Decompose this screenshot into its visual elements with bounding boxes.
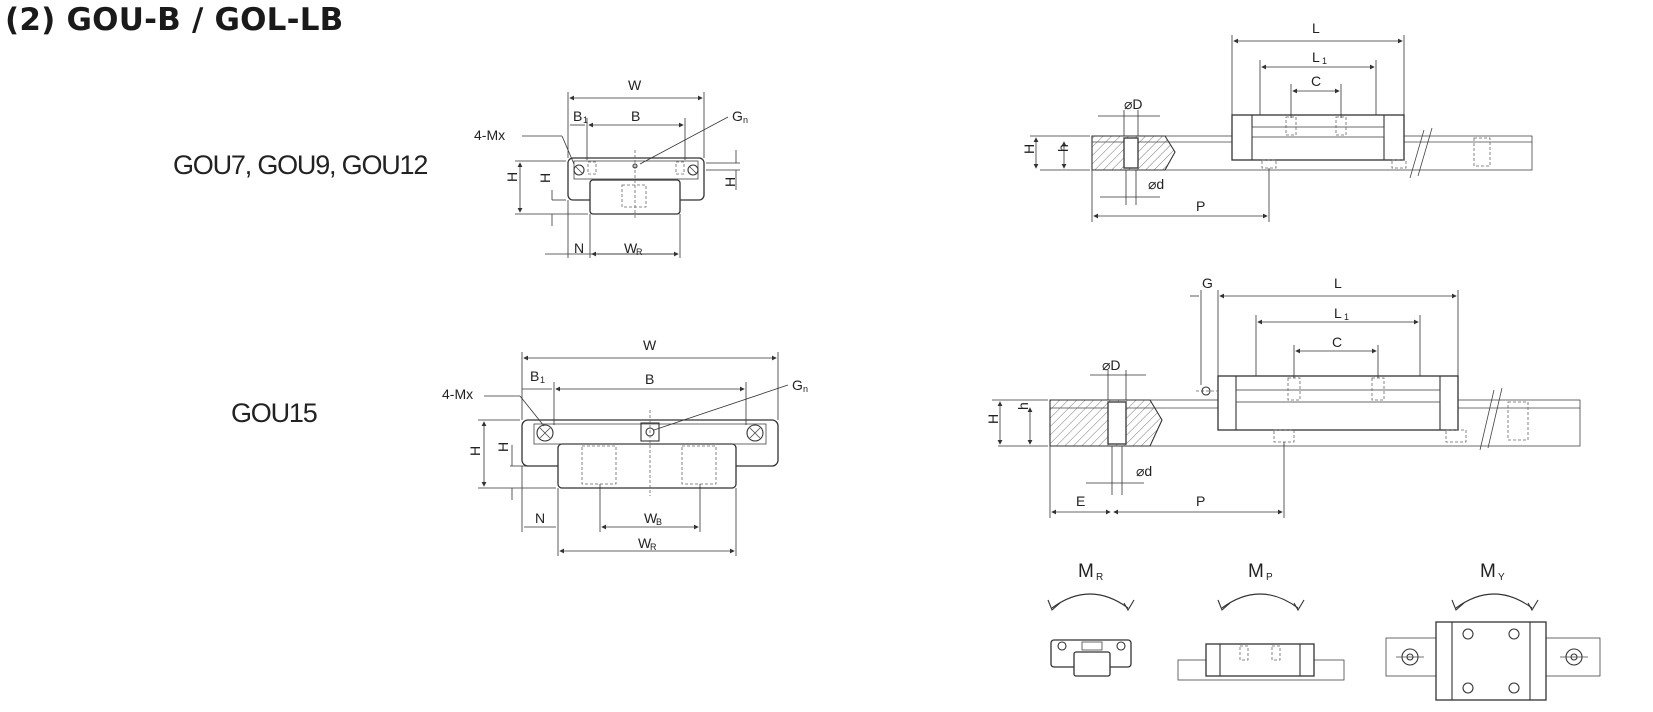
series-label-small: GOU7, GOU9, GOU12 xyxy=(173,150,428,180)
svg-text:R: R xyxy=(636,247,643,257)
svg-text:P: P xyxy=(1266,572,1273,583)
top-side-dimensions xyxy=(1030,35,1405,222)
dim-C-bottom: C xyxy=(1332,334,1342,350)
dim-phid-top: ⌀d xyxy=(1148,176,1164,192)
dim-B-large: B xyxy=(645,371,654,387)
dim-4Mx-small: 4-Mx xyxy=(474,127,505,143)
svg-text:n: n xyxy=(803,384,808,394)
dim-W-large: W xyxy=(643,337,657,353)
small-block-cross-section xyxy=(567,150,705,218)
dim-N-small: N xyxy=(574,240,584,256)
moment-MY: M Y xyxy=(1385,561,1601,701)
dim-H-small: H xyxy=(504,172,520,182)
dim-N-large: N xyxy=(535,510,545,526)
dim-h-bottom: h xyxy=(1015,402,1031,410)
series-label-large: GOU15 xyxy=(231,398,318,428)
dim-B1-large: B xyxy=(530,368,539,384)
svg-text:1: 1 xyxy=(540,375,545,385)
dim-G-bottom: G xyxy=(1202,275,1213,291)
dim-phid-bottom: ⌀d xyxy=(1136,463,1152,479)
dim-L1-top: L xyxy=(1312,49,1320,65)
dim-E-bottom: E xyxy=(1076,493,1085,509)
large-block-cross-section xyxy=(521,410,779,496)
dim-Gn-large: G xyxy=(792,377,803,393)
dim-WR-small: W xyxy=(624,240,638,256)
large-dimension-labels: W B 1 B G n 4-Mx H H N W B W R xyxy=(442,337,808,552)
top-side-view xyxy=(1091,114,1533,179)
dim-C-top: C xyxy=(1311,73,1321,89)
dim-HR-top: H xyxy=(1021,144,1037,154)
moment-MP: M P xyxy=(1177,561,1345,681)
dim-H-large: H xyxy=(467,446,483,456)
svg-text:B: B xyxy=(656,517,662,527)
dim-HR-bottom: H xyxy=(985,414,1001,424)
svg-text:1: 1 xyxy=(1322,56,1327,66)
dim-H1-large: H xyxy=(495,442,511,452)
small-dimension-labels: W B 1 B G n 4-Mx H H H N W R xyxy=(474,77,748,257)
svg-text:R: R xyxy=(1096,572,1103,583)
dim-P-top: P xyxy=(1196,198,1205,214)
bottom-side-view xyxy=(1049,375,1581,451)
svg-text:1: 1 xyxy=(1344,312,1349,322)
svg-text:R: R xyxy=(650,542,657,552)
dim-L1-bottom: L xyxy=(1334,305,1342,321)
dim-W-small: W xyxy=(628,77,642,93)
dim-4Mx-large: 4-Mx xyxy=(442,386,473,402)
moment-MR: M R xyxy=(1047,561,1135,677)
moment-MP-label: M xyxy=(1248,561,1264,582)
svg-text:n: n xyxy=(743,115,748,125)
dim-WB-large: W xyxy=(644,510,658,526)
dim-B1-small: B xyxy=(573,108,582,124)
top-side-labels: L L 1 C ⌀D ⌀d H h P xyxy=(1021,20,1327,214)
svg-text:Y: Y xyxy=(1498,572,1505,583)
svg-text:1: 1 xyxy=(583,115,588,125)
page-title: (2) GOU-B / GOL-LB xyxy=(5,2,344,38)
dim-phiD-top: ⌀D xyxy=(1124,96,1143,112)
dim-P-bottom: P xyxy=(1196,493,1205,509)
dim-L-bottom: L xyxy=(1334,275,1342,291)
bottom-side-dimensions xyxy=(992,290,1459,518)
dim-Gn-small: G xyxy=(732,108,743,124)
dim-phiD-bottom: ⌀D xyxy=(1102,357,1121,373)
dim-WR-large: W xyxy=(638,535,652,551)
dim-H2-small: H xyxy=(722,177,738,187)
dim-B-small: B xyxy=(631,108,640,124)
dim-L-top: L xyxy=(1312,20,1320,36)
large-dimension-lines xyxy=(478,352,789,556)
small-dimension-lines xyxy=(515,92,740,258)
moment-MY-label: M xyxy=(1480,561,1496,582)
moment-MR-label: M xyxy=(1078,561,1094,582)
bottom-side-labels: G L L 1 C ⌀D ⌀d H h E P xyxy=(985,275,1349,509)
dim-H1-small: H xyxy=(537,173,553,183)
dim-h-top: h xyxy=(1055,144,1071,152)
